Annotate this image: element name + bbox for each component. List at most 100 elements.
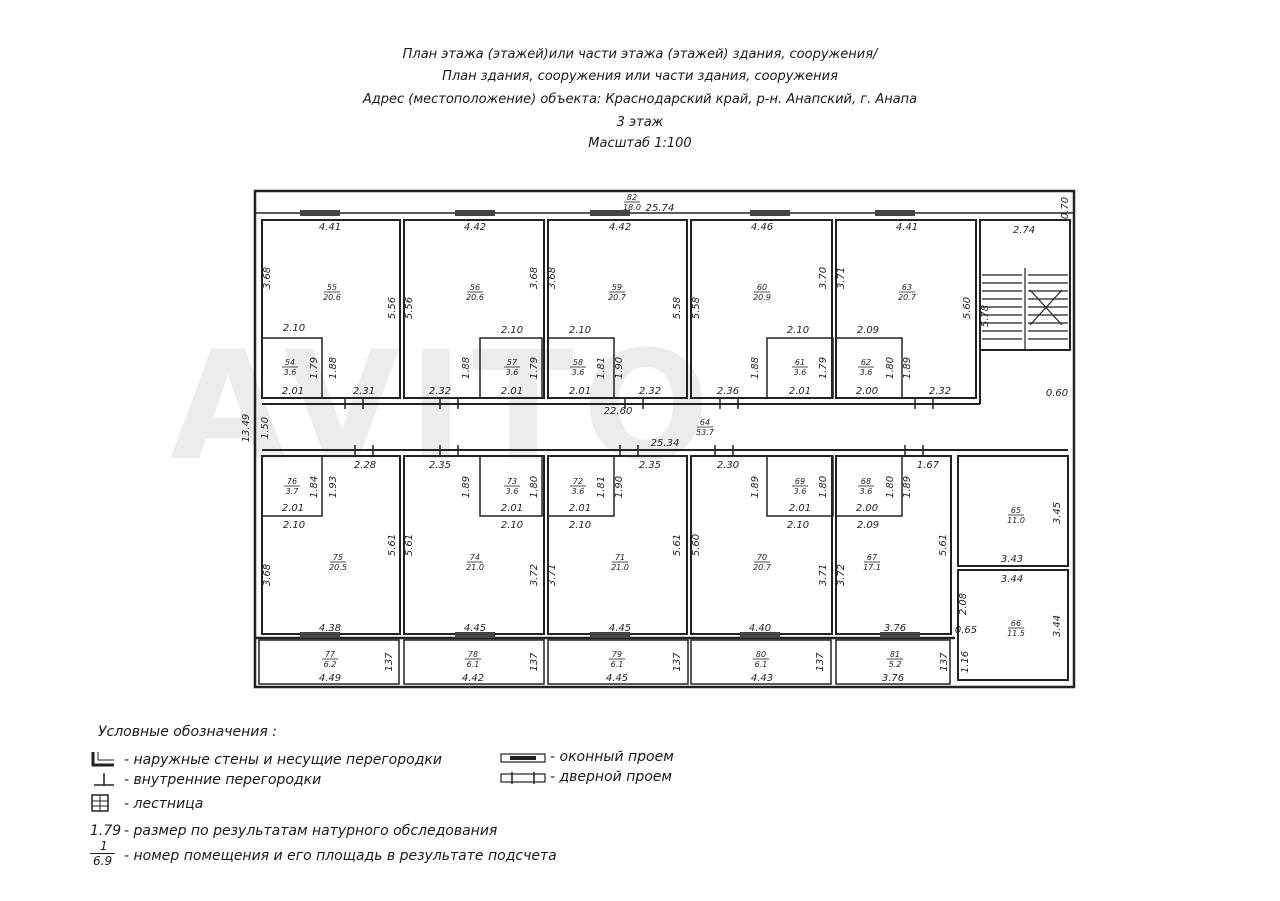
dimension-label: 1.89 [902, 357, 913, 379]
dimension-label: 1.79 [529, 357, 540, 379]
dimension-label: 0.60 [1046, 388, 1068, 399]
room-number: 76 [287, 477, 297, 486]
dimension-label: 1.50 [260, 417, 271, 439]
dimension-label: 3.44 [1052, 615, 1063, 637]
dimension-label: 1.90 [614, 357, 625, 379]
dimension-label: 5.58 [691, 297, 702, 319]
dimension-label: 2.01 [569, 386, 591, 397]
dimension-label: 5.61 [387, 534, 398, 556]
dimension-label: 1.93 [328, 476, 339, 498]
dimension-label: 2.36 [717, 386, 739, 397]
room-number: 74 [470, 553, 480, 562]
bathroom-wall [835, 337, 903, 399]
dimension-label: 0.65 [955, 625, 977, 636]
room-area: 20.7 [608, 293, 627, 302]
dimension-label: 4.46 [751, 222, 773, 233]
dimension-label: 137 [939, 652, 950, 672]
room-area: 3.6 [572, 487, 585, 496]
title-line-1: План этажа (этажей)или части этажа (этаж… [402, 47, 878, 62]
room-wall [403, 455, 545, 635]
bathroom-wall [261, 337, 323, 399]
dimension-label: 4.41 [896, 222, 918, 233]
room-area: 6.2 [324, 660, 337, 669]
dimension-label: 2.00 [856, 386, 878, 397]
room-area: 17.1 [863, 563, 881, 572]
dimension-label: 2.10 [501, 325, 523, 336]
dimension-label: 4.41 [319, 222, 341, 233]
room-number: 56 [470, 283, 480, 292]
bathroom-wall [766, 337, 834, 399]
dimension-label: 3.68 [529, 267, 540, 289]
dimension-label: 1.79 [309, 357, 320, 379]
dimension-label: 25.34 [651, 438, 680, 449]
room-area: 6.1 [467, 660, 480, 669]
window [750, 210, 790, 216]
dimension-label: 2.01 [501, 503, 523, 514]
room-area: 20.6 [466, 293, 484, 302]
dimension-label: 3.76 [884, 623, 906, 634]
dimension-label: 1.81 [596, 357, 607, 379]
dimension-label: 3.68 [262, 564, 273, 586]
room-number: 64 [700, 418, 710, 427]
dimension-label: 1.89 [750, 476, 761, 498]
dimension-label: 4.45 [606, 673, 628, 684]
room-number: 55 [327, 283, 337, 292]
title-scale: Масштаб 1:100 [588, 136, 692, 151]
room-area: 11.5 [1007, 629, 1025, 638]
bathroom-wall [835, 455, 903, 517]
legend-room-label: - номер помещения и его площадь в резуль… [124, 848, 557, 864]
bathroom-wall [547, 337, 615, 399]
balcony-wall [547, 639, 689, 685]
room-number: 66 [1011, 619, 1021, 628]
dimension-label: 2.01 [569, 503, 591, 514]
dimension-label: 3.70 [818, 267, 829, 289]
room-number: 67 [867, 553, 878, 562]
room-wall [835, 219, 977, 399]
dimension-label: 5.56 [404, 297, 415, 319]
room-number: 82 [627, 193, 637, 202]
dimension-label: 1.16 [960, 651, 971, 673]
dimension-label: 25.74 [646, 203, 675, 214]
room-number: 57 [507, 358, 518, 367]
dimension-label: 3.76 [882, 673, 904, 684]
dimension-label: 2.10 [569, 325, 591, 336]
dimension-label: 2.30 [717, 460, 739, 471]
room-area: 20.5 [329, 563, 347, 572]
legend-window-icon [500, 752, 546, 768]
dimension-label: 5.61 [672, 534, 683, 556]
room-wall [261, 219, 401, 399]
legend-room-symbol-bottom: 6.9 [90, 853, 116, 868]
room-area: 21.0 [611, 563, 629, 572]
room-wall [547, 219, 688, 399]
legend-title: Условные обозначения : [98, 724, 277, 740]
dimension-label: 2.10 [283, 323, 305, 334]
bathroom-wall [766, 455, 834, 517]
bathroom-wall [479, 455, 543, 517]
dimension-label: 1.67 [917, 460, 940, 471]
dimension-label: 1.90 [614, 476, 625, 498]
dimension-label: 137 [529, 652, 540, 672]
window [455, 632, 495, 638]
dimension-label: 2.32 [929, 386, 951, 397]
dimension-label: 1.80 [529, 476, 540, 498]
dimension-label: 4.49 [319, 673, 341, 684]
balcony-wall [835, 639, 951, 685]
title-address: Адрес (местоположение) объекта: Краснода… [362, 92, 918, 107]
title-floor: 3 этаж [616, 115, 664, 130]
window [590, 632, 630, 638]
legend-dimension-label: - размер по результатам натурного обслед… [124, 823, 498, 839]
room-area: 6.1 [611, 660, 624, 669]
dimension-label: 2.10 [501, 520, 523, 531]
dimension-label: 2.01 [789, 503, 811, 514]
room-number: 68 [861, 477, 871, 486]
room-number: 59 [612, 283, 622, 292]
bathroom-wall [547, 455, 615, 517]
dimension-label: 1.80 [885, 357, 896, 379]
room-area: 3.6 [860, 368, 873, 377]
dimension-label: 3.45 [1052, 502, 1063, 524]
room-area: 3.6 [284, 368, 297, 377]
dimension-label: 4.38 [319, 623, 341, 634]
room-area: 3.6 [572, 368, 585, 377]
dimension-label: 2.74 [1013, 225, 1035, 236]
dimension-label: 1.88 [328, 357, 339, 379]
